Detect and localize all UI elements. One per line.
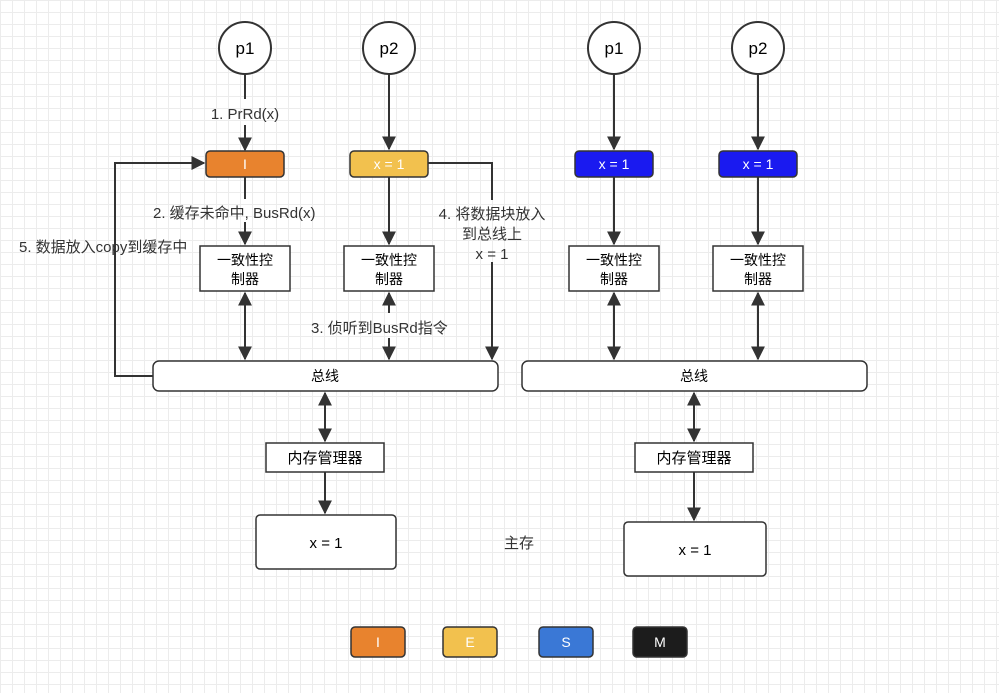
left-memory-manager[interactable]: 内存管理器 — [265, 442, 385, 473]
right-memory-manager-label: 内存管理器 — [656, 450, 731, 467]
left-processor-p1[interactable]: p1 — [218, 21, 272, 75]
left-p1-label: p1 — [236, 39, 255, 58]
right-cache-p1-label: x = 1 — [599, 156, 630, 172]
left-controller-p2-line2: 制器 — [375, 271, 403, 287]
legend-exclusive: E — [442, 626, 498, 658]
right-bus[interactable]: 总线 — [521, 360, 868, 392]
left-controller-p1-line1: 一致性控 — [217, 252, 273, 268]
right-processor-p1[interactable]: p1 — [587, 21, 641, 75]
left-main-memory[interactable]: x = 1 — [255, 514, 397, 570]
legend-shared-label: S — [561, 634, 570, 650]
right-memory-value: x = 1 — [679, 542, 712, 559]
legend-modified-label: M — [654, 634, 666, 650]
step1-label: 1. PrRd(x) — [211, 106, 279, 123]
left-cache-p1-label: I — [243, 156, 247, 172]
right-cache-p2-label: x = 1 — [743, 156, 774, 172]
left-processor-p2[interactable]: p2 — [362, 21, 416, 75]
left-bus[interactable]: 总线 — [152, 360, 499, 392]
left-p2-label: p2 — [380, 39, 399, 58]
left-memory-value: x = 1 — [310, 535, 343, 552]
legend-invalid: I — [350, 626, 406, 658]
step5-label: 5. 数据放入copy到缓存中 — [19, 239, 187, 256]
left-controller-p2[interactable]: 一致性控 制器 — [343, 245, 435, 292]
right-cache-p1[interactable]: x = 1 — [574, 150, 654, 178]
legend-exclusive-label: E — [465, 634, 474, 650]
left-cache-p2[interactable]: x = 1 — [349, 150, 429, 178]
legend: I E S M — [350, 626, 688, 658]
left-controller-p1-line2: 制器 — [231, 271, 259, 287]
step4-label-line1: 4. 将数据块放入 — [439, 206, 546, 223]
left-bus-to-cache1-arrow — [114, 156, 206, 377]
step3-label: 3. 侦听到BusRd指令 — [311, 320, 448, 337]
right-main-memory[interactable]: x = 1 — [623, 521, 767, 577]
right-bus-label: 总线 — [680, 368, 708, 384]
right-cache-p2[interactable]: x = 1 — [718, 150, 798, 178]
right-processor-p2[interactable]: p2 — [731, 21, 785, 75]
left-memory-manager-label: 内存管理器 — [287, 450, 362, 467]
right-controller-p1-line2: 制器 — [600, 271, 628, 287]
right-memory-manager[interactable]: 内存管理器 — [634, 442, 754, 473]
right-p2-label: p2 — [749, 39, 768, 58]
right-controller-p2-line1: 一致性控 — [730, 252, 786, 268]
left-controller-p1[interactable]: 一致性控 制器 — [199, 245, 291, 292]
legend-modified: M — [632, 626, 688, 658]
left-controller-p2-line1: 一致性控 — [361, 252, 417, 268]
left-cache2-to-bus-line — [428, 162, 493, 200]
left-bus-label: 总线 — [311, 368, 339, 384]
left-cache-p1[interactable]: I — [205, 150, 285, 178]
legend-invalid-label: I — [376, 634, 380, 650]
step4-label-line3: x = 1 — [476, 246, 509, 263]
right-p1-label: p1 — [605, 39, 624, 58]
step2-label: 2. 缓存未命中, BusRd(x) — [153, 204, 316, 222]
main-memory-label: 主存 — [504, 535, 534, 552]
right-controller-p1-line1: 一致性控 — [586, 252, 642, 268]
right-controller-p2-line2: 制器 — [744, 271, 772, 287]
left-cache-p2-label: x = 1 — [374, 156, 405, 172]
right-controller-p1[interactable]: 一致性控 制器 — [568, 245, 660, 292]
right-controller-p2[interactable]: 一致性控 制器 — [712, 245, 804, 292]
step4-label-line2: 到总线上 — [462, 226, 522, 243]
legend-shared: S — [538, 626, 594, 658]
